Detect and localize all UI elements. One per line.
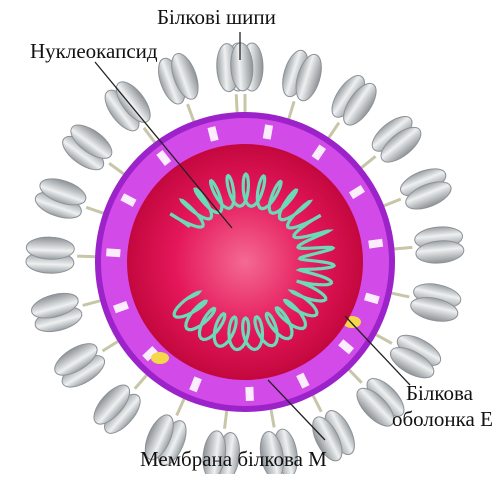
envelope-label-line2: оболонка Е [392,408,493,430]
nucleocapsid-label: Нуклеокапсид [30,40,158,62]
membrane-protein-m [106,248,121,257]
spike-head [278,47,326,103]
spike-head [386,329,445,384]
membrane-label: Мембрана білкова М [140,448,327,470]
spike-head [29,289,85,336]
spike-head [216,42,254,92]
membrane-protein-m [245,387,253,401]
spike-head [50,337,110,393]
spike-head [409,280,463,325]
spike-head [99,76,157,136]
spikes-label: Білкові шипи [157,6,276,28]
spike-head [88,379,147,439]
spike-head [57,119,117,176]
spike-head [414,225,465,265]
spike-head [153,50,203,107]
envelope-protein-e [151,352,169,364]
envelope-label-line1: Білкова [406,382,473,404]
spike-head [26,236,75,274]
spike-head [326,70,383,130]
spike-head [397,163,455,214]
spike-head [32,174,89,224]
spike-head [367,110,427,168]
